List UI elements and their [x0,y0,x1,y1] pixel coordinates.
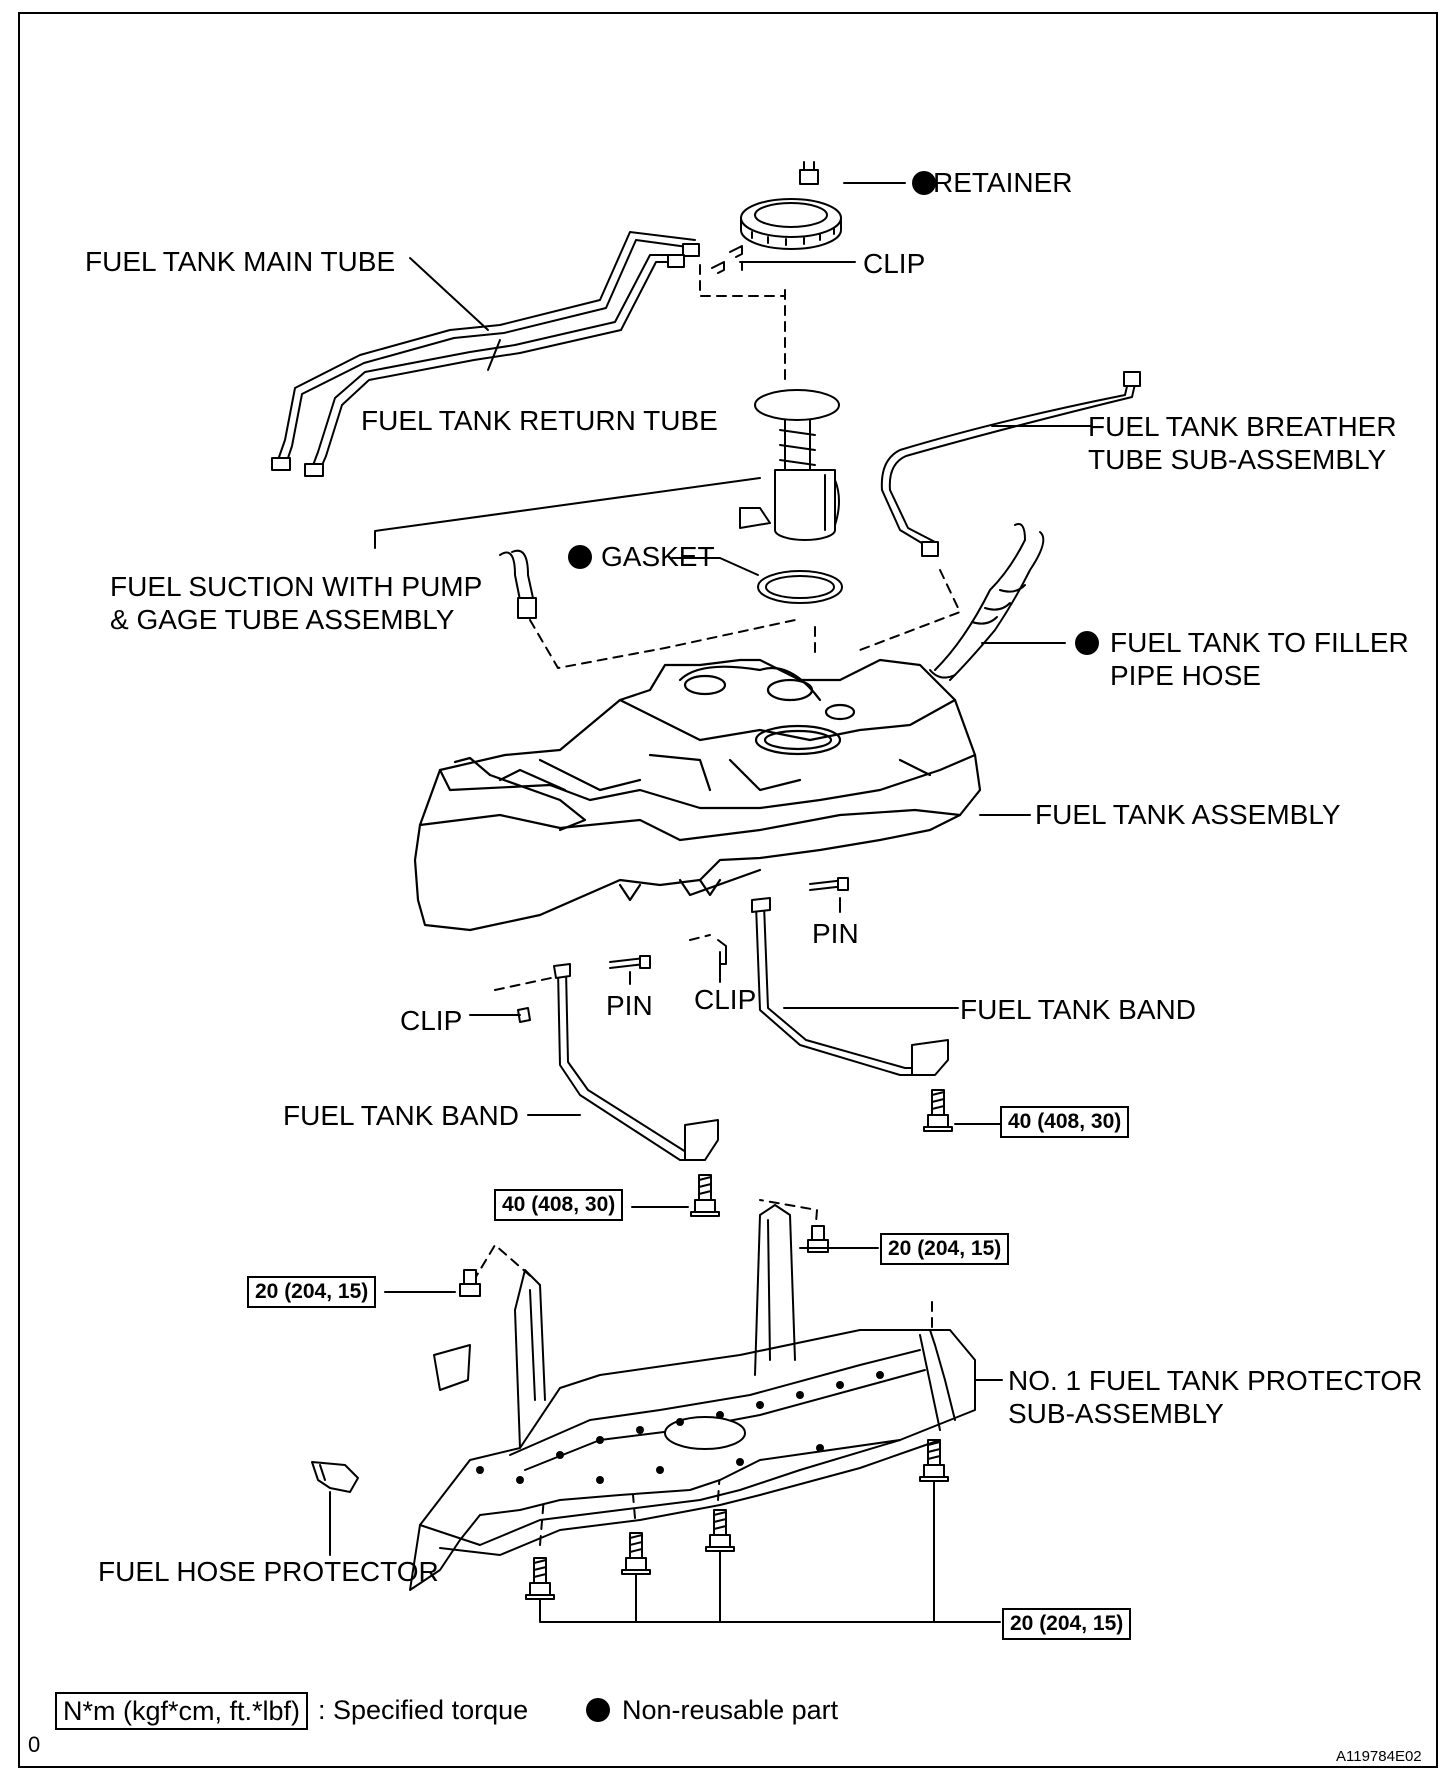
pin-right [809,877,849,891]
label-suction-line-2: & GAGE TUBE ASSEMBLY [110,604,455,635]
label-clip-mid: CLIP [694,984,757,1015]
corner-mark: 0 [28,1732,41,1757]
torque-box-band-left: 40 (408, 30) [494,1189,624,1221]
figure-id: A119784E02 [1336,1748,1422,1765]
label-fuel-hose-protector: FUEL HOSE PROTECTOR [98,1556,439,1587]
fuel-hose-protector-part [311,1461,359,1493]
filled-circle-icon [586,1698,610,1722]
legend-torque-box: N*m (kgf*cm, ft.*lbf) [55,1692,309,1730]
label-band-left: FUEL TANK BAND [283,1100,519,1131]
torque-box-band-right: 40 (408, 30) [1000,1106,1130,1138]
label-fuel-tank-return-tube: FUEL TANK RETURN TUBE [361,405,718,436]
bolt-icon [459,1089,953,1600]
fuel-tank-band-left [553,963,719,1161]
label-clip-top: CLIP [863,248,926,279]
fuel-tank-protector [409,1204,976,1591]
diagram-frame [18,12,1438,1768]
connector-icon [799,161,819,185]
label-suction-line-1: FUEL SUCTION WITH PUMP [110,571,483,602]
fuel-tank-assembly [413,658,982,932]
fuel-pump-assembly [739,389,840,541]
label-pin-left: PIN [606,990,653,1021]
pin-left [609,955,651,969]
label-gasket: GASKET [601,541,715,572]
label-protector-line-1: NO. 1 FUEL TANK PROTECTOR [1008,1365,1423,1396]
non-reusable-dots [568,171,1099,655]
legend-torque-text: : Specified torque [318,1695,529,1725]
label-protector-line-2: SUB-ASSEMBLY [1008,1398,1224,1429]
fuel-hose-left [499,549,537,619]
label-breather-line-1: FUEL TANK BREATHER [1088,411,1397,442]
label-fuel-tank-main-tube: FUEL TANK MAIN TUBE [85,246,396,277]
torque-box-protector-bottom: 20 (204, 15) [1002,1608,1132,1640]
torque-box-protector-upper-left: 20 (204, 15) [247,1276,377,1308]
fuel-tank-band-right [751,897,949,1076]
label-retainer: RETAINER [933,167,1073,198]
retainer-ring [740,198,842,250]
fuel-tank-main-tube [271,231,700,477]
label-band-right: FUEL TANK BAND [960,994,1196,1025]
fuel-tank-breather-tube [880,371,1141,557]
torque-box-protector-upper-right: 20 (204, 15) [880,1233,1010,1265]
label-filler-line-2: PIPE HOSE [1110,660,1261,691]
legend-non-reusable-text: Non-reusable part [622,1695,839,1725]
label-fuel-tank-assembly: FUEL TANK ASSEMBLY [1035,799,1341,830]
label-breather-line-2: TUBE SUB-ASSEMBLY [1088,444,1387,475]
label-pin-right: PIN [812,918,859,949]
label-clip-left: CLIP [400,1005,463,1036]
legend-non-reusable: Non-reusable part [586,1694,838,1727]
filler-pipe-hose [929,523,1045,681]
label-filler-line-1: FUEL TANK TO FILLER [1110,627,1409,658]
